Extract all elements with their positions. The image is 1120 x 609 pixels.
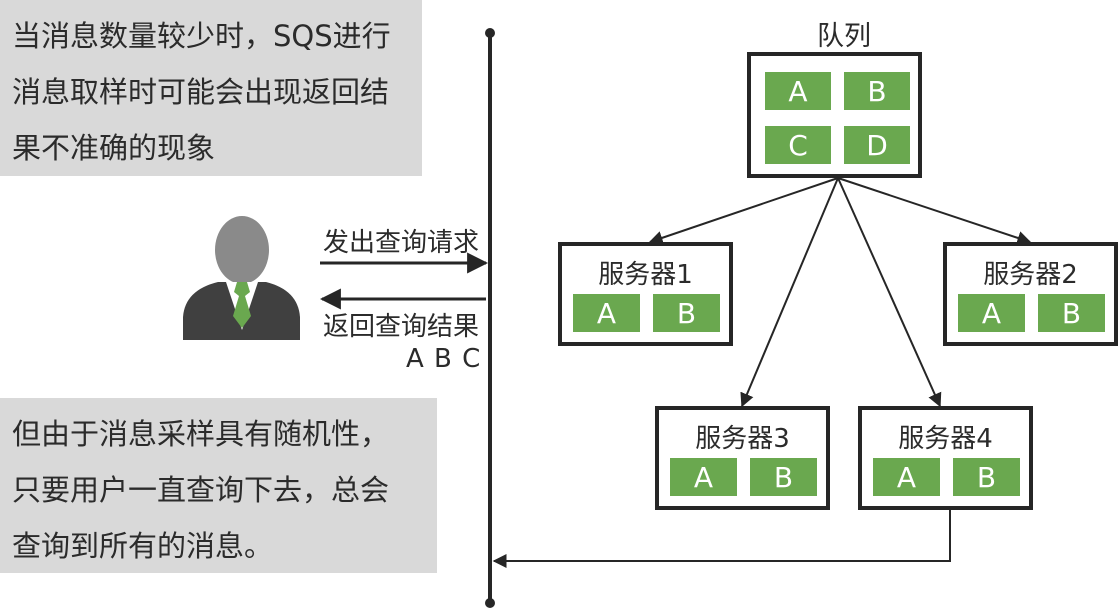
queue-cell: B <box>844 72 910 110</box>
timeline-top-dot <box>485 28 495 38</box>
server-cell: B <box>653 294 720 332</box>
note-top-line-3: 果不准确的现象 <box>12 131 216 165</box>
server-cell: B <box>750 458 817 496</box>
queue-to-server3-arrow <box>740 177 839 408</box>
note-top-line-1: 当消息数量较少时，SQS进行 <box>12 19 391 53</box>
response-values: A B C <box>406 344 482 374</box>
note-bottom-line-3: 查询到所有的消息。 <box>12 529 274 563</box>
queue-to-server2-arrow <box>837 177 1032 245</box>
server-cell: A <box>958 294 1025 332</box>
server-box-2: 服务器2 A B <box>943 242 1118 346</box>
server-cell: A <box>670 458 737 496</box>
queue-box: A B C D <box>747 52 922 178</box>
queue-to-server4-arrow <box>837 177 942 408</box>
queue-cell: D <box>844 126 910 164</box>
note-top: 当消息数量较少时，SQS进行 消息取样时可能会出现返回结 果不准确的现象 <box>0 0 422 176</box>
server-name: 服务器3 <box>695 424 790 454</box>
server-cell: B <box>1038 294 1105 332</box>
server-box-4: 服务器4 A B <box>858 406 1033 510</box>
timeline-bottom-dot <box>485 598 495 608</box>
server-name: 服务器2 <box>983 260 1078 290</box>
server-name: 服务器1 <box>598 260 693 290</box>
server-box-3: 服务器3 A B <box>655 406 830 510</box>
note-bottom-line-2: 只要用户一直查询下去，总会 <box>12 473 390 507</box>
queue-to-server1-arrow <box>648 177 839 245</box>
note-top-line-2: 消息取样时可能会出现返回结 <box>12 75 390 109</box>
server-cell: A <box>573 294 640 332</box>
queue-title: 队列 <box>817 21 871 52</box>
server-cell: B <box>953 458 1020 496</box>
server-box-1: 服务器1 A B <box>558 242 733 346</box>
note-bottom: 但由于消息采样具有随机性， 只要用户一直查询下去，总会 查询到所有的消息。 <box>0 398 437 573</box>
server-name: 服务器4 <box>898 424 993 454</box>
request-label: 发出查询请求 <box>323 228 480 258</box>
server-cell: A <box>873 458 940 496</box>
response-label: 返回查询结果 <box>323 312 480 342</box>
queue-cell: C <box>765 126 831 164</box>
note-bottom-line-1: 但由于消息采样具有随机性， <box>12 417 390 451</box>
server4-return-arrow <box>492 508 951 568</box>
person-icon <box>183 216 300 340</box>
queue-cell: A <box>765 72 831 110</box>
